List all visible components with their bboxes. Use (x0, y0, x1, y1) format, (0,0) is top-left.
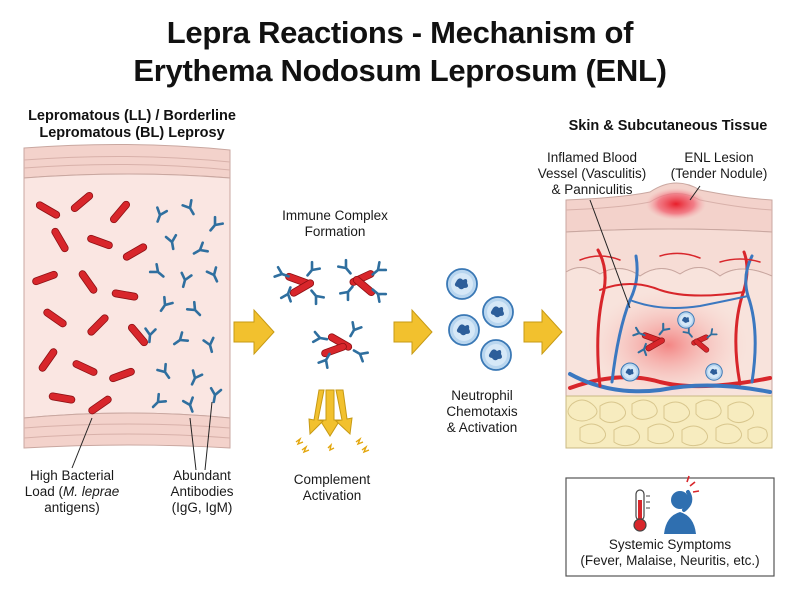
left-panel-header: Lepromatous (LL) / Borderline Lepromatou… (12, 108, 252, 142)
neutrophil-label-line-1: Neutrophil (451, 388, 513, 403)
antibody-pointer (204, 401, 213, 471)
complement-arrows (295, 389, 370, 454)
immune-complex-label-line-2: Formation (304, 224, 366, 239)
bacteria-label-line-2: Load (M. leprae (16, 484, 128, 500)
page-title: Lepra Reactions - Mechanism of Erythema … (0, 14, 800, 90)
lesion-pointer (689, 185, 701, 201)
antibody-label-line-1: Abundant (173, 468, 231, 483)
title-line-1: Lepra Reactions - Mechanism of (166, 15, 634, 50)
flow-arrow-3 (523, 308, 563, 356)
neutrophil-cell (480, 339, 512, 371)
antibody-label: Abundant Antibodies (IgG, IgM) (156, 468, 248, 516)
bacteria-label-line-3: antigens) (44, 500, 100, 515)
left-header-line-1: Lepromatous (LL) / Borderline (28, 108, 236, 124)
title-line-2: Erythema Nodosum Leprosum (ENL) (133, 53, 667, 88)
lesion-label-line-1: ENL Lesion (684, 150, 754, 165)
neutrophil-label-line-3: & Activation (446, 420, 518, 435)
flow-arrow-2 (393, 308, 433, 356)
neutrophil-cell (482, 296, 514, 328)
lesion-label-line-2: (Tender Nodule) (670, 166, 768, 181)
immune-complex-label: Immune Complex Formation (268, 208, 402, 240)
left-pointer-lines (71, 401, 213, 471)
antibody-label-line-3: (IgG, IgM) (171, 500, 233, 515)
tissue-neutrophil (677, 311, 695, 329)
right-pointer-lines (589, 185, 701, 309)
immune-complex-label-line-1: Immune Complex (282, 208, 388, 223)
bacteria-label-line-1: High Bacterial (29, 468, 115, 483)
right-skin-panel (565, 182, 773, 449)
vessel-label: Inflamed Blood Vessel (Vasculitis) & Pan… (528, 150, 656, 198)
vessel-pointer (589, 199, 631, 309)
bacteria-label-load: Load ( (24, 484, 63, 499)
bacteria-label-species: M. leprae (63, 484, 120, 499)
immune-complex-cluster (273, 258, 388, 369)
tissue-neutrophil (705, 363, 723, 381)
flow-arrow-1 (233, 308, 275, 356)
vessel-label-line-3: & Panniculitis (551, 182, 633, 197)
antibody-label-line-2: Antibodies (170, 484, 234, 499)
complement-label: Complement Activation (282, 472, 382, 504)
neutrophil-cell (446, 268, 478, 300)
complement-label-line-2: Activation (302, 488, 362, 503)
neutrophil-label: Neutrophil Chemotaxis & Activation (430, 388, 534, 436)
systemic-symptoms-label: Systemic Symptoms (Fever, Malaise, Neuri… (566, 537, 774, 569)
lesion-label: ENL Lesion (Tender Nodule) (664, 150, 774, 182)
systemic-label-line-1: Systemic Symptoms (608, 537, 732, 552)
tissue-neutrophil (620, 362, 640, 382)
neutrophil-cluster (446, 268, 514, 371)
antibody-pointer (189, 417, 197, 471)
immune-complex (311, 321, 369, 369)
vessel-label-line-2: Vessel (Vasculitis) (537, 166, 647, 181)
bacteria-pointer (71, 417, 93, 469)
systemic-label-line-2: (Fever, Malaise, Neuritis, etc.) (580, 553, 760, 568)
complement-label-line-1: Complement (293, 472, 371, 487)
thermometer-icon (633, 489, 650, 532)
enl-lesion-nodule (646, 188, 706, 220)
neutrophil-cell (448, 314, 480, 346)
immune-complex (273, 260, 325, 306)
vessel-label-line-1: Inflamed Blood (546, 150, 638, 165)
neutrophil-label-line-2: Chemotaxis (446, 404, 518, 419)
bacteria-label: High Bacterial Load (M. leprae antigens) (16, 468, 128, 516)
immune-complex (337, 258, 388, 303)
right-panel-header: Skin & Subcutaneous Tissue (568, 118, 768, 134)
left-header-line-2: Lepromatous (BL) Leprosy (39, 125, 225, 141)
blood-vessels (568, 248, 772, 394)
headache-person-icon (664, 475, 700, 534)
